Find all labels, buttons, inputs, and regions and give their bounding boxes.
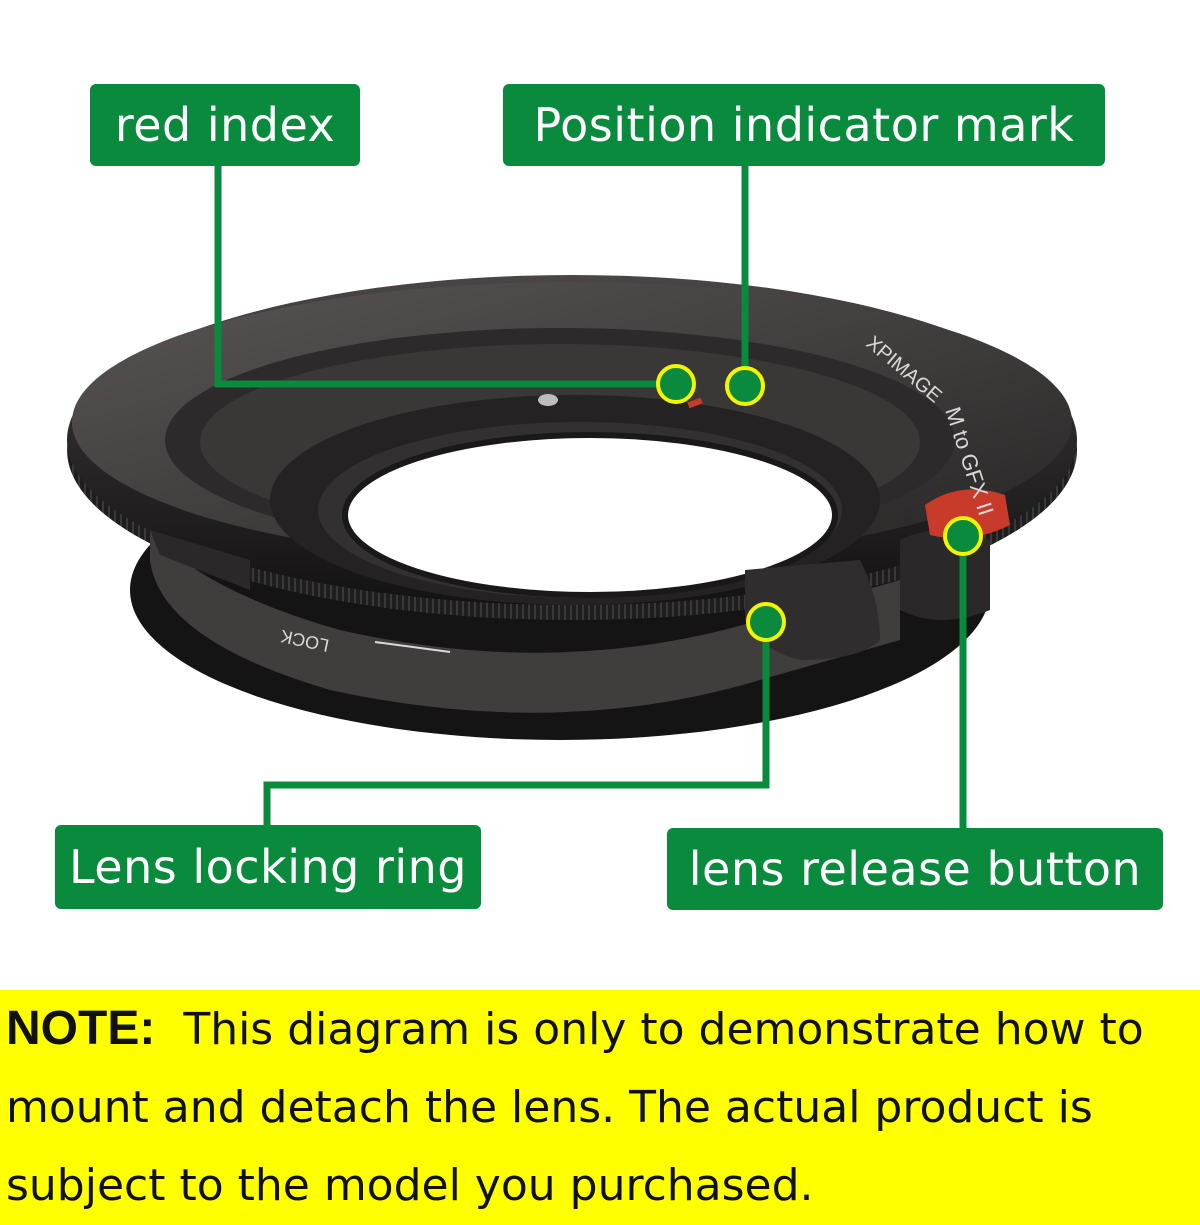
label-red-index: red index: [90, 84, 360, 166]
note-text-2: mount and detach the lens. The actual pr…: [6, 1078, 1093, 1139]
note-text-1: This diagram is only to demonstrate how …: [183, 1004, 1144, 1055]
lens-adapter-diagram: XPIMAGE M to GFX II LOCK: [67, 166, 1077, 828]
note-block: NOTE: This diagram is only to demonstrat…: [0, 990, 1200, 1225]
label-position-indicator-mark: Position indicator mark: [503, 84, 1105, 166]
note-text-3: subject to the model you purchased.: [6, 1156, 814, 1217]
leader-lines: [214, 166, 967, 828]
note-line-3: subject to the model you purchased.: [0, 1147, 1200, 1225]
callout-dots: [656, 364, 983, 642]
lens-adapter-image: XPIMAGE M to GFX II LOCK: [67, 275, 1077, 740]
dot-position-indicator: [725, 366, 765, 406]
leader-red-index: [214, 166, 676, 388]
leader-locking-ring: [263, 622, 770, 825]
dot-release-button: [943, 516, 983, 556]
note-prefix: NOTE:: [6, 1002, 156, 1055]
label-lens-locking-ring: Lens locking ring: [55, 825, 481, 909]
label-lens-release-button: lens release button: [667, 828, 1163, 910]
note-line-1: NOTE: This diagram is only to demonstrat…: [0, 990, 1200, 1069]
dot-red-index: [656, 364, 696, 404]
dot-locking-ring: [746, 602, 786, 642]
note-line-2: mount and detach the lens. The actual pr…: [0, 1069, 1200, 1147]
